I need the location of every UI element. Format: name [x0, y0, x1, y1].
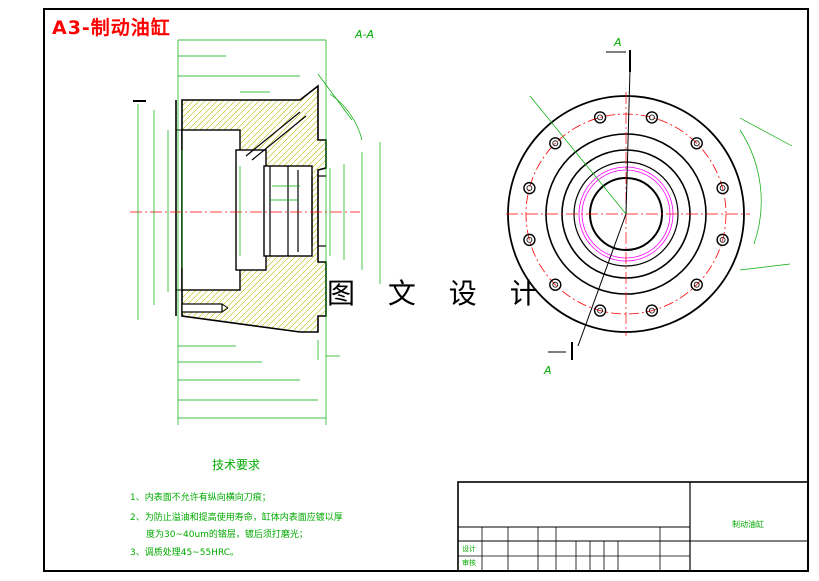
bolt-hole-inner — [526, 185, 533, 192]
title-block-part-name: 制动油缸 — [732, 520, 764, 529]
tech-requirements-heading: 技术要求 — [212, 458, 261, 472]
bolt-hole-inner — [552, 281, 559, 288]
section-label: A-A — [355, 28, 375, 41]
bolt-hole — [716, 181, 729, 195]
title-block-row-label: 设计 — [462, 545, 476, 553]
title-block-row-label: 审核 — [462, 559, 476, 567]
bolt-hole — [645, 111, 659, 124]
drawing-frame — [43, 8, 809, 572]
bolt-hole — [523, 233, 536, 247]
bolt-hole — [523, 181, 536, 195]
tech-requirement-item: 1、内表面不允许有纵向横向刀痕； — [130, 493, 271, 503]
bolt-hole-inner — [693, 140, 700, 147]
bolt-hole-inner — [526, 236, 533, 243]
bolt-hole — [593, 304, 607, 317]
bolt-hole — [690, 137, 703, 150]
bolt-hole-inner — [552, 140, 559, 147]
view-label-bottom: A — [544, 364, 552, 377]
title-block — [457, 481, 809, 572]
drawing-title: A3-制动油缸 — [52, 17, 171, 39]
section-view-a-a — [130, 84, 360, 333]
bolt-hole — [645, 304, 659, 317]
bolt-hole-inner — [648, 307, 655, 314]
dimension-lines — [137, 39, 381, 425]
bolt-hole-inner — [719, 236, 726, 243]
bolt-hole-inner — [597, 114, 604, 121]
tech-requirement-item: 2、为防止溢油和提高使用寿命，缸体内表面应镀以厚 — [130, 513, 343, 523]
tech-requirement-item: 度为30~40um的铬层，镀后须打磨光； — [146, 530, 308, 540]
bolt-holes — [523, 111, 729, 317]
bolt-hole — [593, 111, 607, 124]
bolt-hole — [549, 278, 562, 291]
tech-requirement-item: 3、调质处理45~55HRC。 — [130, 548, 240, 558]
bolt-hole — [549, 137, 562, 150]
bolt-hole-inner — [719, 185, 726, 192]
bolt-hole-inner — [597, 307, 604, 314]
bolt-hole-inner — [693, 281, 700, 288]
front-view-dimensions — [529, 95, 793, 271]
front-view — [506, 50, 750, 360]
view-label-top: A — [614, 36, 622, 49]
bolt-hole-inner — [648, 114, 655, 121]
watermark-text: 图 文 设 计 — [327, 277, 550, 310]
bolt-hole — [690, 278, 703, 291]
bolt-hole — [716, 233, 729, 247]
